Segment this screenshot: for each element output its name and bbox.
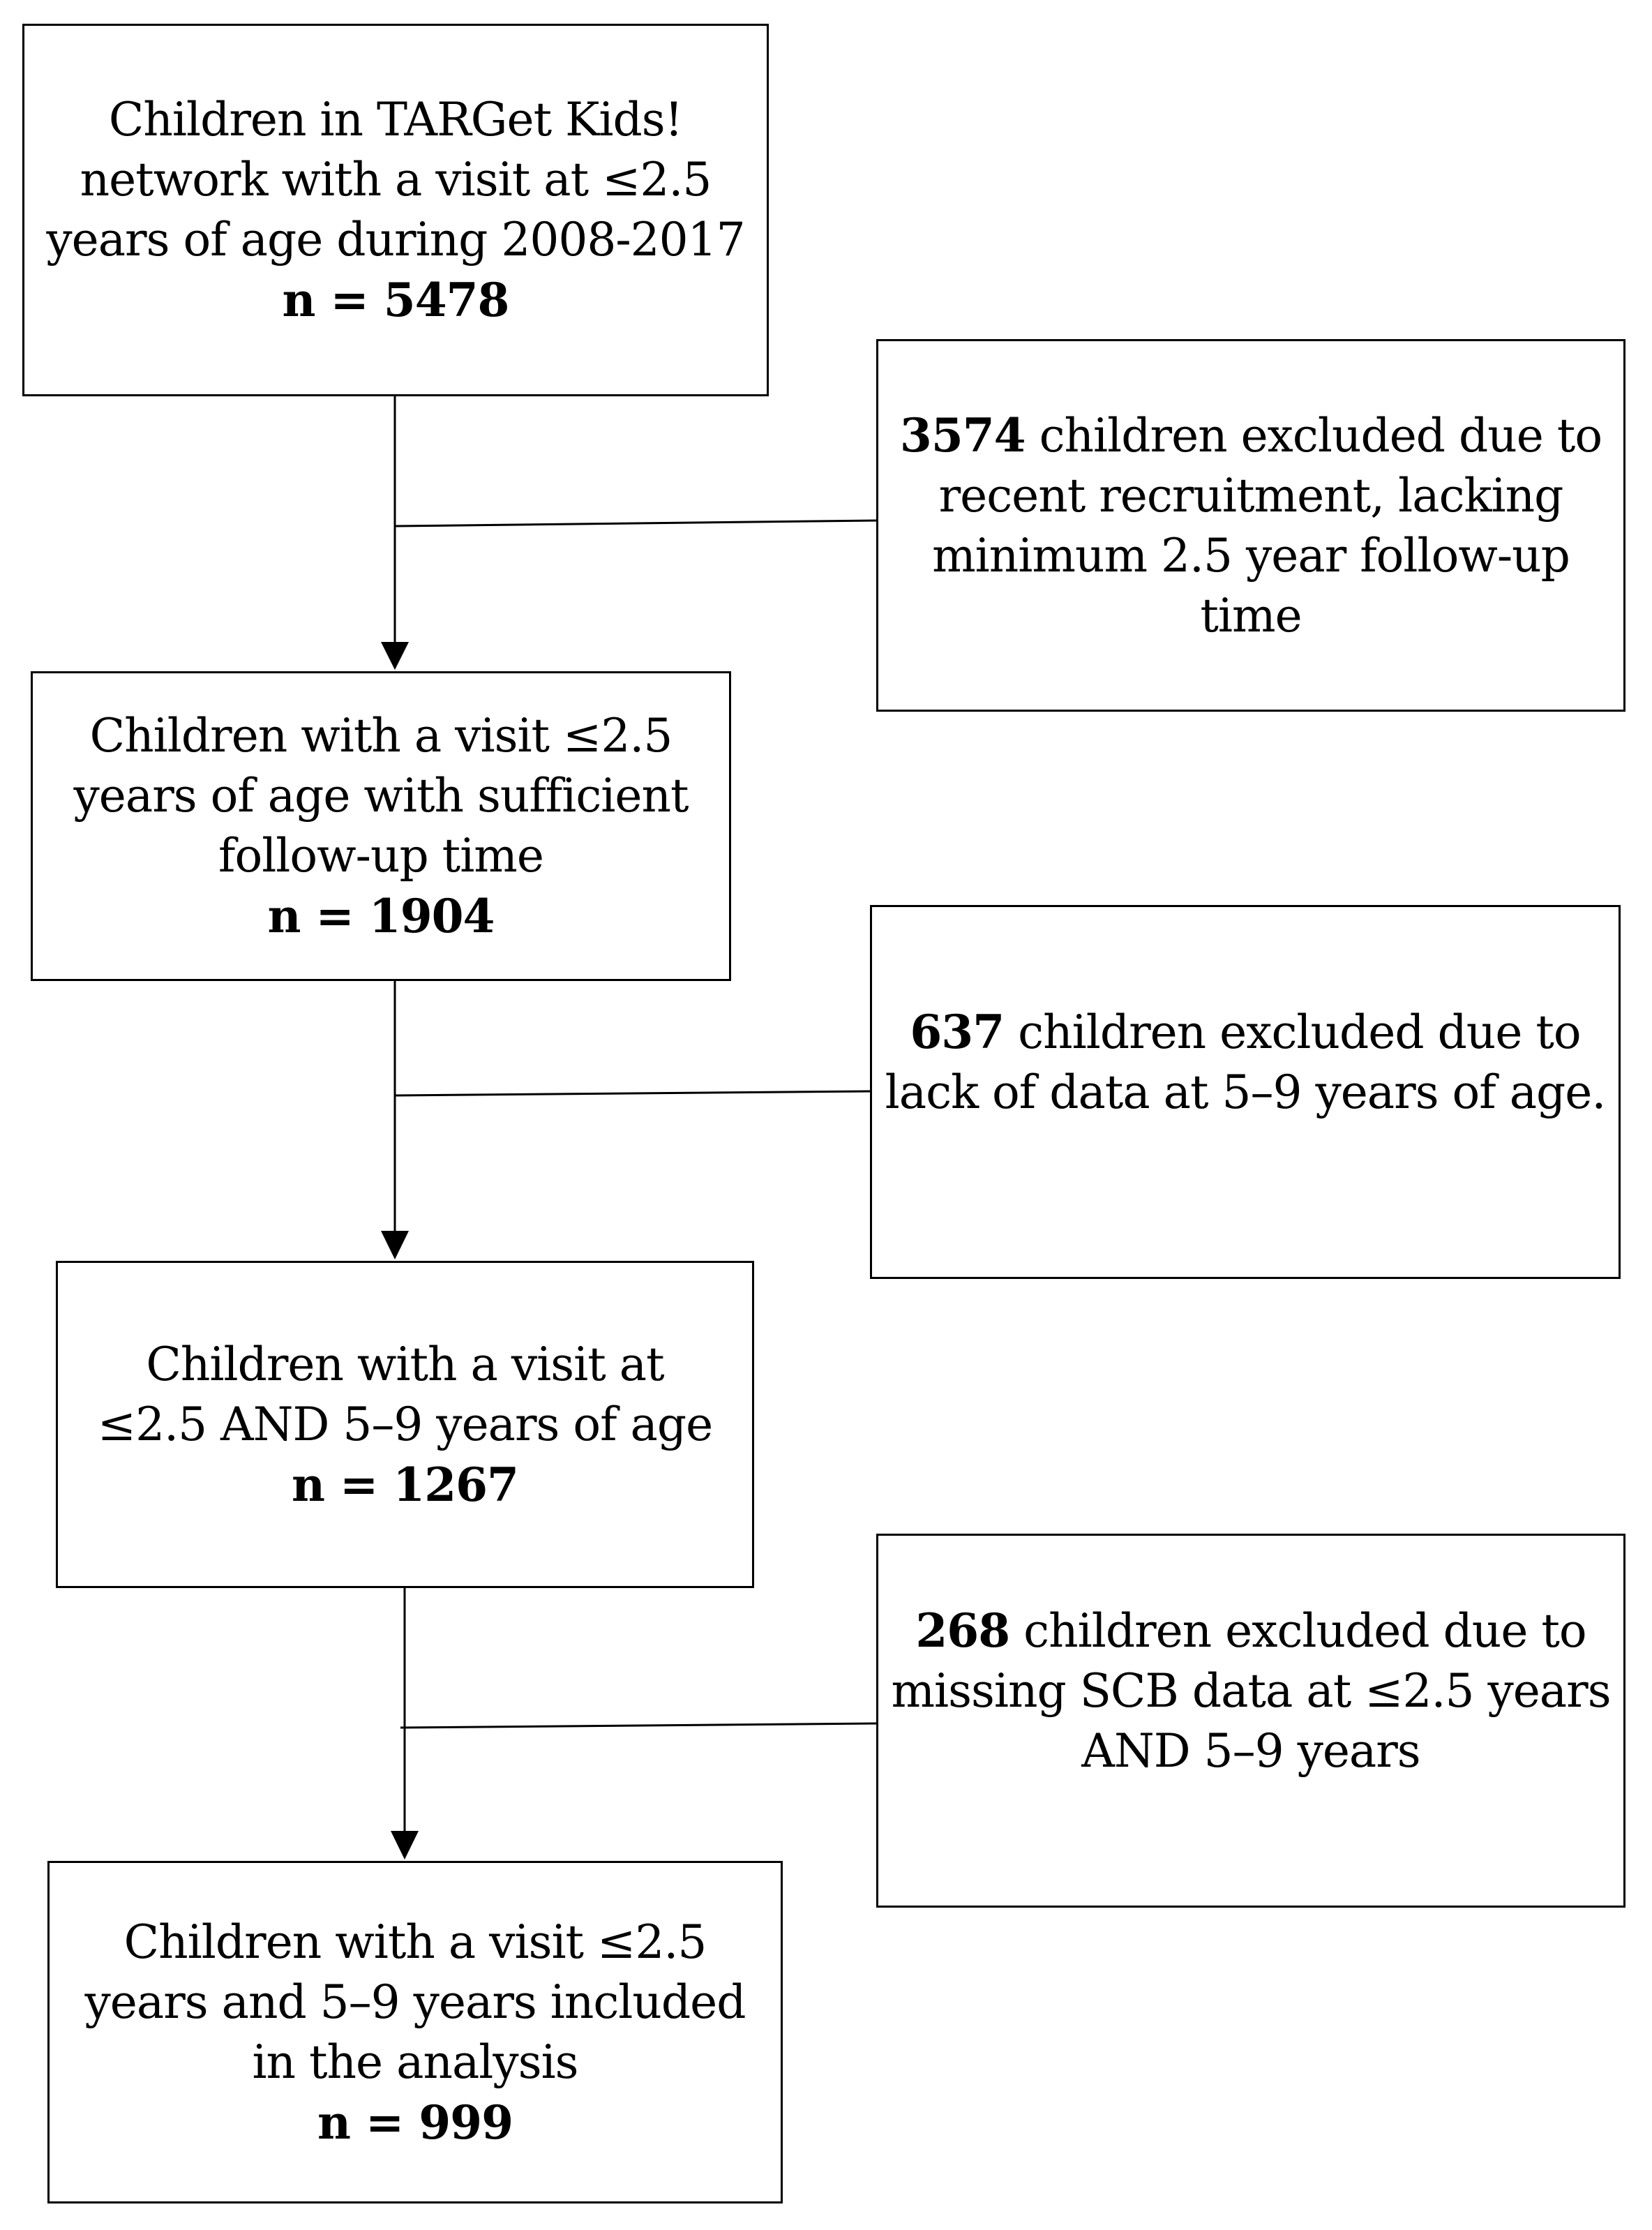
exclusion-connector-1 (394, 519, 877, 527)
flow-box-both-visits: Children with a visit at ≤2.5 AND 5–9 ye… (56, 1261, 754, 1588)
exclusion-text-line: 3574 children excluded due to (900, 405, 1602, 466)
exclusion-text: children excluded due to (1025, 408, 1603, 463)
box-count: n = 1904 (267, 889, 495, 943)
box-text-line: Children in TARGet Kids! (108, 93, 683, 147)
exclusion-text-line: lack of data at 5–9 years of age. (885, 1065, 1607, 1119)
flow-box-sufficient-followup: Children with a visit ≤2.5 years of age … (31, 671, 731, 981)
exclusion-text: children excluded due to (1009, 1603, 1587, 1658)
exclusion-box-missing-scb: 268 children excluded due to missing SCB… (876, 1534, 1625, 1908)
exclusion-count: 268 (915, 1603, 1010, 1658)
box-text-line: years of age during 2008-2017 (46, 213, 745, 267)
flow-box-initial-cohort: Children in TARGet Kids! network with a … (22, 24, 769, 396)
box-text-line: Children with a visit ≤2.5 (123, 1915, 707, 1969)
box-text-line: ≤2.5 AND 5–9 years of age (97, 1397, 713, 1451)
box-text-line: follow-up time (218, 829, 544, 883)
box-text-line: network with a visit at ≤2.5 (80, 153, 712, 207)
exclusion-text-line: time (1200, 588, 1302, 643)
exclusion-box-lack-of-data: 637 children excluded due to lack of dat… (870, 905, 1621, 1279)
exclusion-connector-3 (400, 1722, 877, 1729)
exclusion-text-line: recent recruitment, lacking (938, 468, 1564, 523)
box-text-line: Children with a visit at (146, 1337, 664, 1391)
exclusion-box-recent-recruitment: 3574 children excluded due to recent rec… (876, 339, 1625, 712)
exclusion-connector-2 (394, 1090, 871, 1097)
box-count: n = 1267 (292, 1457, 519, 1512)
arrowhead-1 (381, 642, 409, 670)
arrowhead-2 (381, 1231, 409, 1259)
exclusion-text-line: minimum 2.5 year follow-up (932, 528, 1570, 583)
box-text-line: Children with a visit ≤2.5 (89, 709, 673, 763)
box-text-line: years and 5–9 years included (84, 1975, 746, 2029)
exclusion-text-line: missing SCB data at ≤2.5 years (891, 1663, 1611, 1718)
arrowhead-3 (391, 1831, 419, 1859)
box-text-line: in the analysis (252, 2035, 578, 2089)
exclusion-text-line: 268 children excluded due to (915, 1601, 1586, 1661)
box-text-line: years of age with sufficient (73, 769, 689, 823)
exclusion-text-line: AND 5–9 years (1081, 1723, 1420, 1778)
exclusion-text: children excluded due to (1004, 1005, 1582, 1059)
exclusion-count: 637 (910, 1004, 1005, 1059)
box-count: n = 5478 (282, 273, 510, 327)
exclusion-text-line (1244, 1781, 1258, 1841)
exclusion-text-line: 637 children excluded due to (910, 1002, 1582, 1063)
exclusion-count: 3574 (899, 407, 1026, 463)
flow-box-final-analysis: Children with a visit ≤2.5 years and 5–9… (47, 1861, 783, 2203)
box-count: n = 999 (317, 2095, 513, 2150)
exclusion-text-line (1238, 1123, 1252, 1183)
